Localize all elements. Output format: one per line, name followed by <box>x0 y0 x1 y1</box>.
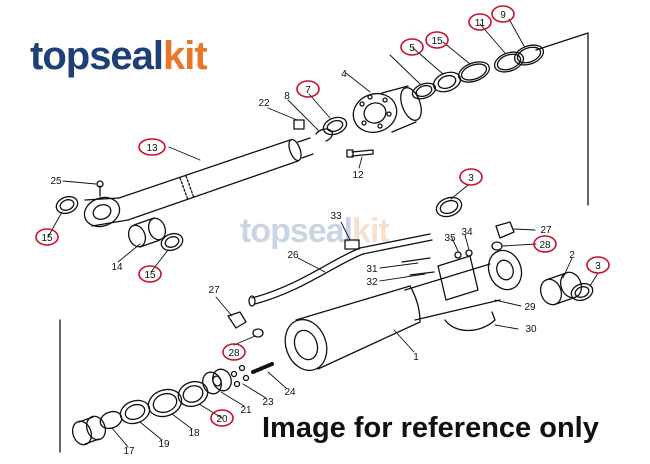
ring-20-inner <box>182 385 204 403</box>
callout-18: 18 <box>188 428 200 439</box>
seal-15-left-inner <box>59 199 75 211</box>
bracket-29 <box>437 255 479 301</box>
bushing-14 <box>127 217 167 248</box>
brand-name-part1: topseal <box>30 34 164 78</box>
callout-29: 29 <box>524 302 536 313</box>
callout-30: 30 <box>525 324 537 335</box>
steel-balls-23 <box>230 364 250 388</box>
callout-11: 11 <box>475 18 486 29</box>
tube-26-edge <box>254 239 433 305</box>
callout-2: 2 <box>569 250 575 261</box>
grease-fitting-25-head <box>96 180 104 188</box>
brand-name-part2: kit <box>163 34 208 78</box>
leader-lines <box>47 18 599 448</box>
callout-4: 4 <box>341 69 347 80</box>
ring-19-inner <box>124 403 146 421</box>
band-30 <box>444 311 496 332</box>
callout-25: 25 <box>50 176 62 187</box>
callout-27-right: 27 <box>540 225 552 236</box>
nut-21 <box>202 368 232 395</box>
brand-logo: topsealkit <box>30 34 208 78</box>
seal-15-top-inner <box>460 63 488 81</box>
callout-5: 5 <box>409 43 415 54</box>
callout-1: 1 <box>413 352 419 363</box>
callout-32: 32 <box>366 277 378 288</box>
bushing-5-inner <box>437 74 457 90</box>
callout-7: 7 <box>305 85 311 96</box>
callout-19: 19 <box>158 439 170 450</box>
bushing-bottom <box>71 415 107 446</box>
callout-13: 13 <box>146 143 158 154</box>
seal-15-mid <box>160 232 184 252</box>
ring-17 <box>99 410 123 430</box>
cylinder-tube-1 <box>284 249 523 372</box>
callout-14: 14 <box>111 262 123 273</box>
piston-18-inner <box>152 392 178 414</box>
bolt-12 <box>351 149 374 157</box>
o-ring-28-left <box>252 328 264 338</box>
snap-ring-8 <box>315 128 334 142</box>
screw-24 <box>251 362 274 374</box>
callout-12: 12 <box>352 170 364 181</box>
callout-15-left: 15 <box>41 233 53 244</box>
callout-28-right: 28 <box>539 240 551 251</box>
callout-15-top: 15 <box>431 36 443 47</box>
seal-15-mid-inner <box>164 236 180 248</box>
seal-15-top <box>458 61 490 83</box>
fitting-27-right <box>495 221 515 239</box>
callout-22: 22 <box>258 98 270 109</box>
callout-9: 9 <box>500 10 506 21</box>
callout-34: 34 <box>461 227 473 238</box>
bolt-12-head <box>346 149 354 158</box>
callout-26: 26 <box>287 250 299 261</box>
clamp-33 <box>344 239 360 250</box>
callout-20: 20 <box>216 414 228 425</box>
washer-35 <box>454 251 462 259</box>
cylinder-head-4 <box>352 85 422 134</box>
fitting-27-left <box>227 311 247 329</box>
seal-15-left <box>55 195 79 215</box>
bushing-5 <box>432 71 462 93</box>
nut-34 <box>465 249 473 257</box>
watermark-part1: topseal <box>240 212 353 250</box>
seal-3-top-inner <box>439 199 459 215</box>
nut-22 <box>293 119 305 130</box>
seal-top-small <box>411 82 437 100</box>
seal-3-top <box>435 196 463 218</box>
callout-31: 31 <box>366 264 378 275</box>
seal-3-right-inner <box>574 286 590 298</box>
callout-33: 33 <box>330 211 342 222</box>
callout-21: 21 <box>240 405 252 416</box>
ring-20 <box>177 380 209 408</box>
callout-35: 35 <box>444 233 456 244</box>
seal-9 <box>513 44 545 66</box>
ring-11-inner <box>496 53 522 71</box>
ring-19 <box>119 399 151 425</box>
watermark-logo: topsealkit <box>240 212 390 250</box>
ring-11 <box>493 51 525 73</box>
seal-3-right <box>570 282 594 302</box>
reference-caption: Image for reference only <box>262 412 599 444</box>
tube-26-end <box>248 295 256 307</box>
callout-15-mid: 15 <box>144 270 156 281</box>
watermark-part2: kit <box>352 212 390 250</box>
piston-rod-13 <box>83 137 314 228</box>
callout-3-right: 3 <box>595 261 601 272</box>
bolt-32 <box>409 271 435 276</box>
callout-17: 17 <box>123 446 135 457</box>
callout-8: 8 <box>284 91 290 102</box>
callout-28-left: 28 <box>228 348 240 359</box>
callout-3-top: 3 <box>468 173 474 184</box>
seal-7 <box>322 116 348 136</box>
callout-27-left: 27 <box>208 285 220 296</box>
callout-24: 24 <box>284 387 296 398</box>
o-ring-28-right <box>491 241 503 251</box>
bolt-31 <box>401 257 431 263</box>
frame-line-top-right <box>535 32 589 206</box>
seal-9-inner <box>516 46 542 64</box>
callout-ovals <box>35 5 610 427</box>
callout-23: 23 <box>262 397 274 408</box>
